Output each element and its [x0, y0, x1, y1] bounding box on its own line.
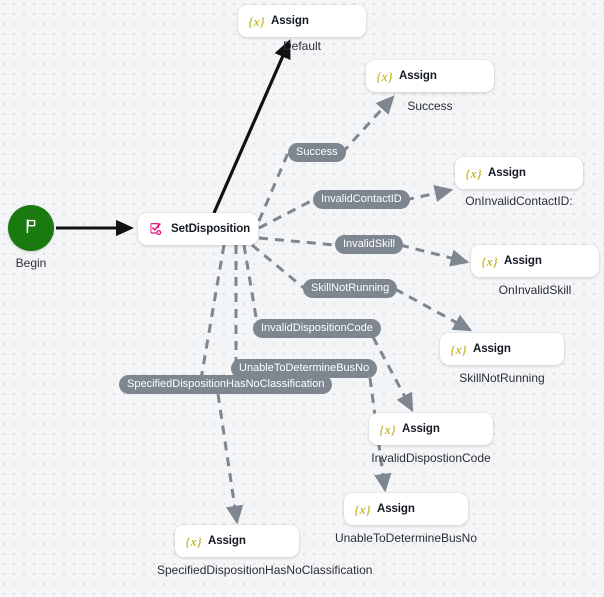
assign-icon-glyph: {x}: [376, 68, 393, 84]
assign-icon: {x}: [185, 533, 202, 549]
assign-icon-glyph: {x}: [465, 165, 482, 181]
edge-label-unabletodeterminebusno[interactable]: UnableToDetermineBusNo: [231, 359, 378, 378]
node-unabletodeterminebusno[interactable]: {x} Assign: [344, 493, 468, 525]
edge-label-specifieddispositionhasnoclassification[interactable]: SpecifiedDispositionHasNoClassification: [119, 375, 333, 394]
start-node-label: Begin: [15, 256, 47, 270]
node-oninvalidcontactid[interactable]: {x} Assign: [455, 157, 583, 189]
node-caption-specifieddispositionhasnoclassification: SpecifiedDispositionHasNoClassification: [157, 563, 373, 577]
edge-default: [212, 39, 291, 214]
edge-invaliddispositioncode: [242, 244, 414, 413]
assign-icon: {x}: [248, 13, 265, 29]
node-invaliddispostioncode[interactable]: {x} Assign: [369, 413, 493, 445]
edge-label-invalidcontactid[interactable]: InvalidContactID: [313, 190, 410, 209]
assign-icon-glyph: {x}: [354, 501, 371, 517]
edge-label-skillnotrunning[interactable]: SkillNotRunning: [303, 279, 398, 298]
node-caption-success: Success: [407, 99, 453, 113]
assign-icon-glyph: {x}: [481, 253, 498, 269]
node-caption-unabletodeterminebusno: UnableToDetermineBusNo: [334, 531, 478, 545]
assign-icon: {x}: [450, 341, 467, 357]
assign-icon-glyph: {x}: [450, 341, 467, 357]
edge-label-success[interactable]: Success: [288, 143, 346, 162]
flag-icon: [22, 217, 40, 240]
node-oninvalidskill[interactable]: {x} Assign: [471, 245, 599, 277]
node-title: Assign: [402, 423, 440, 435]
node-caption-default: Default: [282, 39, 322, 53]
edge-skillnotrunning: [251, 243, 473, 332]
node-success[interactable]: {x} Assign: [366, 60, 494, 92]
edge-specifieddispositionhasnoclassification: [198, 244, 244, 525]
node-title: SetDisposition: [171, 223, 251, 235]
node-caption-oninvalidcontactid: OnInvalidContactID:: [465, 194, 573, 208]
node-title: Assign: [504, 255, 542, 267]
assign-icon-glyph: {x}: [379, 421, 396, 437]
assign-icon: {x}: [465, 165, 482, 181]
node-specifieddispositionhasnoclassification[interactable]: {x} Assign: [175, 525, 299, 557]
node-caption-oninvalidskill: OnInvalidSkill: [498, 283, 572, 297]
node-default[interactable]: {x} Assign: [238, 5, 366, 37]
assign-icon: {x}: [481, 253, 498, 269]
node-caption-invaliddispostioncode: InvalidDispostionCode: [371, 451, 491, 465]
edge-invalidcontactid: [258, 184, 454, 230]
assign-icon: {x}: [354, 501, 371, 517]
node-title: Assign: [377, 503, 415, 515]
start-node[interactable]: [8, 205, 54, 251]
node-skillnotrunning[interactable]: {x} Assign: [440, 333, 564, 365]
edge-label-invaliddispositioncode[interactable]: InvalidDispositionCode: [253, 319, 381, 338]
node-title: Assign: [473, 343, 511, 355]
node-title: Assign: [488, 167, 526, 179]
checklist-icon: [149, 222, 164, 237]
node-setdisposition[interactable]: SetDisposition: [138, 213, 258, 245]
edge-invalidskill: [258, 236, 470, 267]
edge-label-invalidskill[interactable]: InvalidSkill: [335, 235, 403, 254]
assign-icon-glyph: {x}: [248, 13, 265, 29]
node-title: Assign: [271, 15, 309, 27]
assign-icon-glyph: {x}: [185, 533, 202, 549]
assign-icon: {x}: [379, 421, 396, 437]
node-caption-skillnotrunning: SkillNotRunning: [459, 371, 545, 385]
assign-icon: {x}: [376, 68, 393, 84]
node-title: Assign: [399, 70, 437, 82]
node-title: Assign: [208, 535, 246, 547]
edge-success: [257, 95, 395, 222]
